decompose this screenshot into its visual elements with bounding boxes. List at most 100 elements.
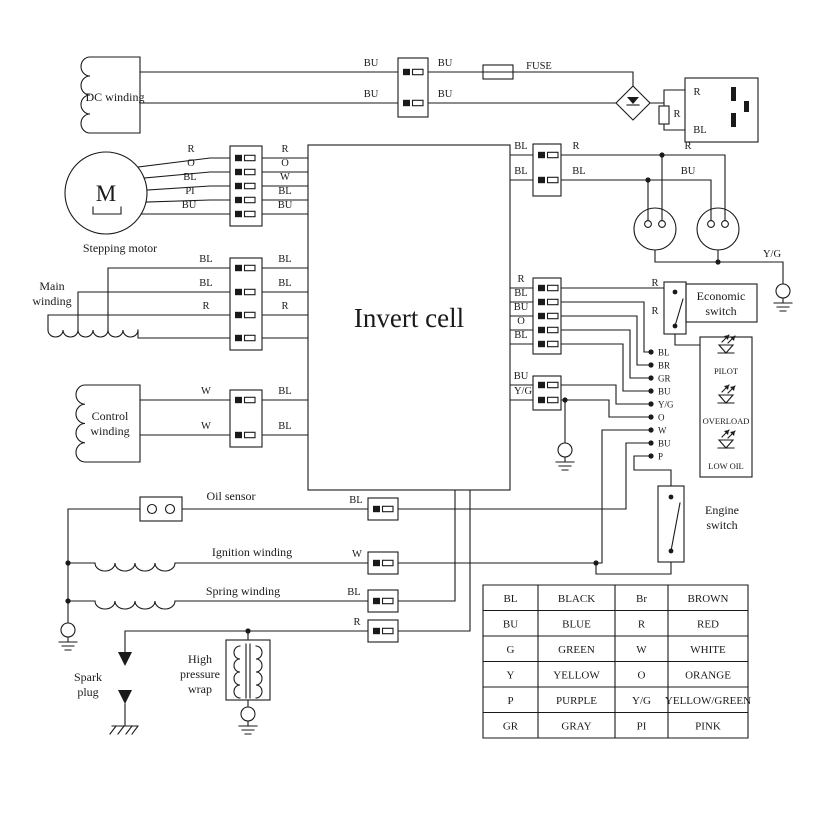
rectifier-bridge-icon <box>615 85 651 121</box>
connector-block <box>367 589 399 613</box>
dc-winding-coil-icon <box>80 56 141 134</box>
ignition-winding-label: Ignition winding <box>212 545 292 559</box>
economic-switch-label-box <box>685 283 758 323</box>
terminal-dot <box>648 349 654 355</box>
legend-cell: Y/G <box>632 695 651 707</box>
connector-socket <box>381 559 394 567</box>
led-triangle <box>717 439 735 449</box>
connector-pin <box>538 340 545 348</box>
connector-socket <box>381 627 394 635</box>
wire-label-bl: BL <box>693 125 706 136</box>
socket-icon <box>696 207 740 251</box>
wire-label-w: W <box>352 549 362 560</box>
ground-circle <box>240 706 256 722</box>
outlet-body <box>684 77 759 143</box>
wire-label-bl: BL <box>183 172 196 183</box>
terminal-label-y-g: Y/G <box>658 400 674 410</box>
wire-label-w: W <box>280 172 290 183</box>
ground-bars <box>555 456 575 471</box>
connector-block <box>229 145 263 227</box>
socket-pin <box>658 220 666 228</box>
outlet-slot-icon <box>744 101 749 112</box>
legend-cell: YELLOW <box>553 670 600 682</box>
wire-label-bl: BL <box>199 254 212 265</box>
connector-socket <box>546 312 559 320</box>
ac-outlet <box>684 77 759 143</box>
wire-label-r: R <box>187 144 194 155</box>
connector-socket <box>546 396 559 404</box>
junction-dot <box>593 560 599 566</box>
ground-bars <box>773 297 793 312</box>
connector-socket <box>243 168 256 176</box>
legend-cell: BLACK <box>558 593 595 605</box>
connector-pin <box>235 396 242 404</box>
connector-socket <box>411 68 424 76</box>
wire-label-o: O <box>517 316 525 327</box>
resistor-icon <box>658 105 670 125</box>
spark-gap-arrow <box>118 652 132 666</box>
terminal-dot <box>648 440 654 446</box>
led-arrowhead <box>730 431 735 436</box>
connector-block <box>367 619 399 643</box>
wire-label-bu: BU <box>514 371 529 382</box>
connector-socket <box>411 99 424 107</box>
connector-socket <box>243 396 256 404</box>
connector-socket <box>546 298 559 306</box>
connector-pin <box>538 326 545 334</box>
terminal-label-br: BR <box>658 361 670 371</box>
junction-dot <box>715 259 721 265</box>
connector-pin <box>235 196 242 204</box>
junction-dot <box>65 560 71 566</box>
connector-pin <box>235 168 242 176</box>
led-arrowhead <box>724 335 729 340</box>
wire-label-bl: BL <box>349 495 362 506</box>
outlet-slot-icon <box>731 113 736 127</box>
indicator-panel-box <box>699 336 753 478</box>
connector-socket <box>381 597 394 605</box>
wire-label-r: R <box>693 87 700 98</box>
fuse-icon <box>482 64 514 80</box>
terminal-dot <box>648 388 654 394</box>
wire-label-bu: BU <box>681 166 696 177</box>
terminal-label-p: P <box>658 452 663 462</box>
legend-cell: G <box>507 644 515 656</box>
wire-paths <box>47 71 784 727</box>
led-triangle <box>717 394 735 404</box>
wire-label-pi: PI <box>185 186 195 197</box>
fuse: FUSE <box>482 61 552 80</box>
connector-housing <box>229 145 263 227</box>
legend-cell: BU <box>503 619 518 631</box>
connector-socket <box>243 334 256 342</box>
connector-socket <box>243 264 256 272</box>
connector-pin <box>538 312 545 320</box>
dc-winding: DC winding <box>80 56 145 134</box>
legend-cell: P <box>507 695 513 707</box>
low-oil-label: LOW OIL <box>708 461 744 471</box>
wire-label-bl: BL <box>514 141 527 152</box>
connector-block <box>229 389 263 448</box>
socket-pin <box>721 220 729 228</box>
wire-label-bu: BU <box>438 58 453 69</box>
connector-socket <box>243 196 256 204</box>
oil-sensor: Oil sensor <box>139 489 256 522</box>
legend-cell: PI <box>637 721 647 733</box>
fuse-label: FUSE <box>526 61 552 72</box>
legend-cell: O <box>638 670 646 682</box>
ground-bars <box>58 636 78 651</box>
connector-pin <box>235 431 242 439</box>
connector-pin <box>373 627 380 635</box>
terminal-label-bu: BU <box>658 439 671 449</box>
motor-bracket <box>92 206 122 215</box>
wire-label-bu: BU <box>514 302 529 313</box>
wire-label-bl: BL <box>278 421 291 432</box>
led-arrowhead <box>724 430 729 435</box>
junction-dots <box>65 152 721 634</box>
